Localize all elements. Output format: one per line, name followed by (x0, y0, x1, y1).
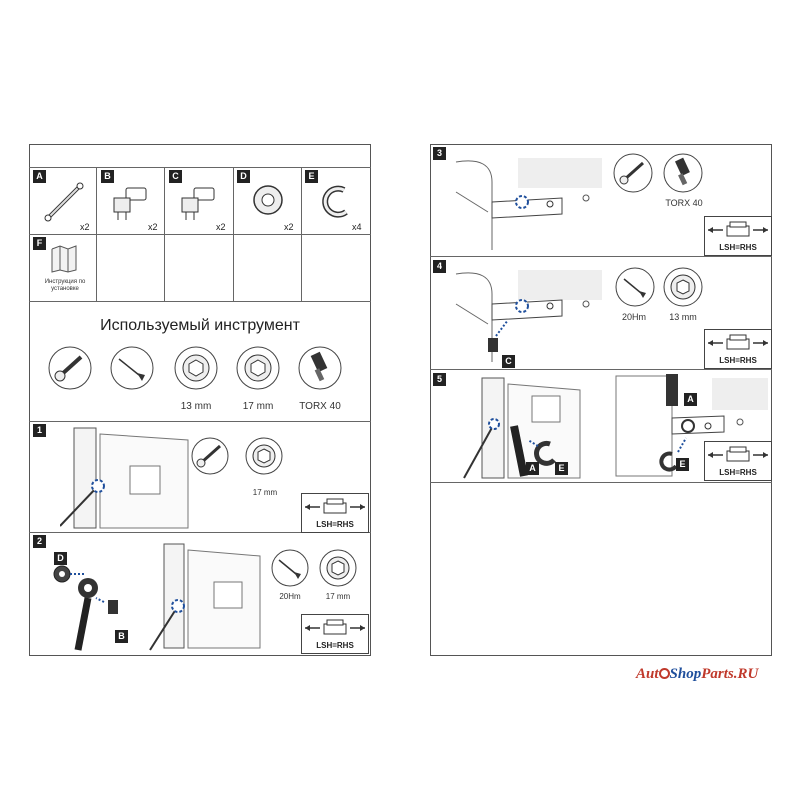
socket-17-icon (236, 346, 280, 390)
step-5-number: 5 (433, 373, 446, 386)
step-2-label-d: D (54, 552, 67, 565)
step-3-torx-icon (663, 153, 703, 193)
step-4-direction: LSH=RHS (704, 329, 772, 369)
torque-wrench-icon (110, 346, 154, 390)
ratchet-icon (48, 346, 92, 390)
torx-bit-icon (298, 346, 342, 390)
part-label-d: D (237, 170, 250, 183)
step-3-number: 3 (433, 147, 446, 160)
socket-13-icon (174, 346, 218, 390)
step-1-direction: LSH=RHS (301, 493, 369, 533)
step-5-label-a-left: A (526, 462, 539, 475)
part-label-e: E (305, 170, 318, 183)
step-4-number: 4 (433, 260, 446, 273)
part-qty-b: x2 (148, 222, 158, 232)
tool-caption-17: 17 mm (242, 401, 274, 412)
part-qty-e: x4 (352, 222, 362, 232)
step-3-direction: LSH=RHS (704, 216, 772, 256)
part-qty-a: x2 (80, 222, 90, 232)
tool-caption-torx: TORX 40 (299, 401, 341, 412)
part-label-a: A (33, 170, 46, 183)
step-2-label-b: B (115, 630, 128, 643)
bolt-icon-b (113, 187, 147, 220)
clip-icon (322, 185, 348, 218)
step-4-label-c: C (502, 355, 515, 368)
step-1-socket-icon (245, 437, 283, 475)
car-front-icon (305, 619, 365, 635)
step-2-socket-caption: 17 mm (325, 592, 351, 601)
part-qty-d: x2 (284, 222, 294, 232)
step-5-label-a-right: A (684, 393, 697, 406)
step-1-socket-caption: 17 mm (252, 488, 278, 497)
car-front-icon (708, 221, 768, 237)
step-4-torque-wrench-icon (615, 267, 655, 307)
step-4-socket-icon (663, 267, 703, 307)
part-label-c: C (169, 170, 182, 183)
step-2-parts-illustration (53, 565, 118, 651)
step-5-label-e-left: E (555, 462, 568, 475)
step-2-torque-caption: 20Hm (279, 592, 301, 601)
step-3-illustration (455, 158, 602, 250)
tool-caption-13: 13 mm (180, 401, 212, 412)
part-qty-c: x2 (216, 222, 226, 232)
step-2-socket-icon (319, 549, 357, 587)
step-2-number: 2 (33, 535, 46, 548)
step-5-direction: LSH=RHS (704, 441, 772, 481)
car-front-icon (708, 446, 768, 462)
bracket-rod-icon (44, 182, 84, 222)
watermark-wheel-icon (658, 668, 670, 679)
tools-title: Используемый инструмент (100, 317, 300, 334)
step-1-ratchet-icon (191, 437, 229, 475)
step-2-direction: LSH=RHS (301, 614, 369, 654)
part-label-b: B (101, 170, 114, 183)
step-1-number: 1 (33, 424, 46, 437)
car-front-icon (305, 498, 365, 514)
step-2-torque-wrench-icon (271, 549, 309, 587)
step-4-torque-caption: 20Hm (621, 312, 646, 322)
step-5-illustration-left (463, 377, 581, 479)
car-front-icon (708, 334, 768, 350)
manual-icon (51, 245, 77, 273)
manual-caption: Инструкция по установке (44, 279, 86, 292)
washer-icon (253, 185, 283, 215)
step-5-label-e-right: E (676, 458, 689, 471)
step-3-ratchet-icon (613, 153, 653, 193)
step-4-illustration (455, 270, 602, 362)
bolt-icon-c (181, 187, 215, 220)
step-5-illustration-right (615, 374, 768, 477)
step-2-illustration (149, 543, 261, 651)
part-label-f: F (33, 237, 46, 250)
step-3-torx-caption: TORX 40 (665, 198, 703, 208)
step-1-illustration (60, 427, 189, 529)
step-4-socket-caption: 13 mm (669, 312, 697, 322)
